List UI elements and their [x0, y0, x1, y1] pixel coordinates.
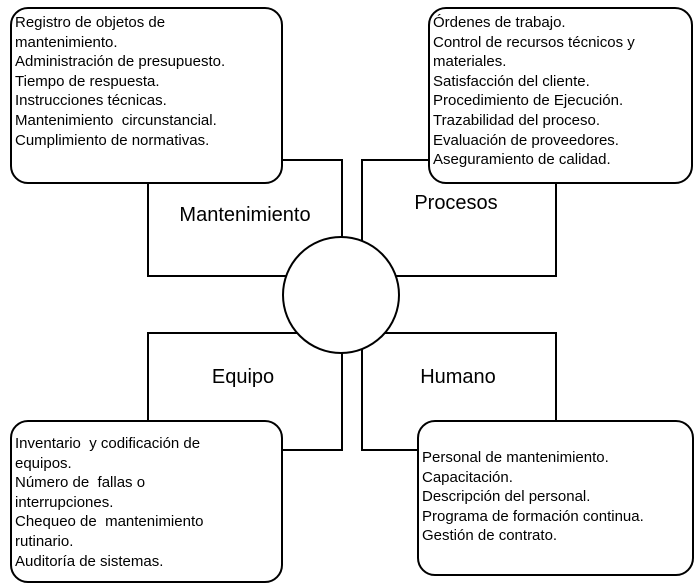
equipo-box: Inventario y codificación de equipos. Nú… — [10, 420, 283, 583]
list-item: Auditoría de sistemas. — [15, 552, 164, 570]
equipo-title: Equipo — [211, 366, 275, 388]
procesos-box: Órdenes de trabajo. Control de recursos … — [428, 7, 693, 184]
humano-frame — [380, 332, 557, 420]
list-item: Registro de objetos de — [15, 14, 166, 31]
equipo-frame-right — [282, 340, 343, 451]
list-item: Gestión de contrato. — [422, 527, 558, 545]
list-item: Procedimiento de Ejecución. — [433, 92, 624, 110]
list-item: Instrucciones técnicas. — [15, 92, 167, 110]
list-item: Mantenimiento circunstancial. — [15, 111, 217, 129]
list-item: mantenimiento. — [15, 33, 118, 51]
list-item: Programa de formación continua. — [422, 507, 644, 525]
list-item: Personal de mantenimiento. — [422, 449, 609, 466]
list-item: Inventario y codificación de — [15, 435, 201, 452]
list-item: Trazabilidad del proceso. — [433, 111, 601, 129]
humano-title: Humano — [420, 366, 496, 388]
procesos-frame — [361, 159, 428, 260]
mantenimiento-title: Mantenimiento — [179, 204, 311, 226]
mantenimiento-frame — [282, 159, 343, 260]
list-item: Capacitación. — [422, 468, 513, 486]
procesos-frame-right — [380, 183, 557, 277]
mantenimiento-frame-left — [147, 183, 300, 277]
list-item: materiales. — [433, 53, 507, 71]
list-item: Administración de presupuesto. — [15, 53, 226, 71]
humano-frame-left — [361, 340, 420, 451]
mantenimiento-box: Registro de objetos de mantenimiento. Ad… — [10, 7, 283, 184]
center-circle — [282, 236, 400, 354]
list-item: Chequeo de mantenimiento — [15, 513, 204, 531]
equipo-frame — [147, 332, 300, 420]
list-item: Número de fallas o — [15, 474, 146, 492]
list-item: equipos. — [15, 454, 72, 472]
list-item: Control de recursos técnicos y — [433, 33, 635, 51]
list-item: interrupciones. — [15, 493, 114, 511]
list-item: Aseguramiento de calidad. — [433, 151, 611, 169]
list-item: Satisfacción del cliente. — [433, 72, 590, 90]
list-item: Evaluación de proveedores. — [433, 131, 619, 149]
list-item: Descripción del personal. — [422, 488, 591, 506]
list-item: Órdenes de trabajo. — [433, 14, 566, 31]
humano-box: Personal de mantenimiento. Capacitación.… — [417, 420, 694, 576]
list-item: rutinario. — [15, 532, 74, 550]
list-item: Cumplimiento de normativas. — [15, 131, 210, 149]
procesos-title: Procesos — [414, 192, 498, 214]
list-item: Tiempo de respuesta. — [15, 72, 160, 90]
